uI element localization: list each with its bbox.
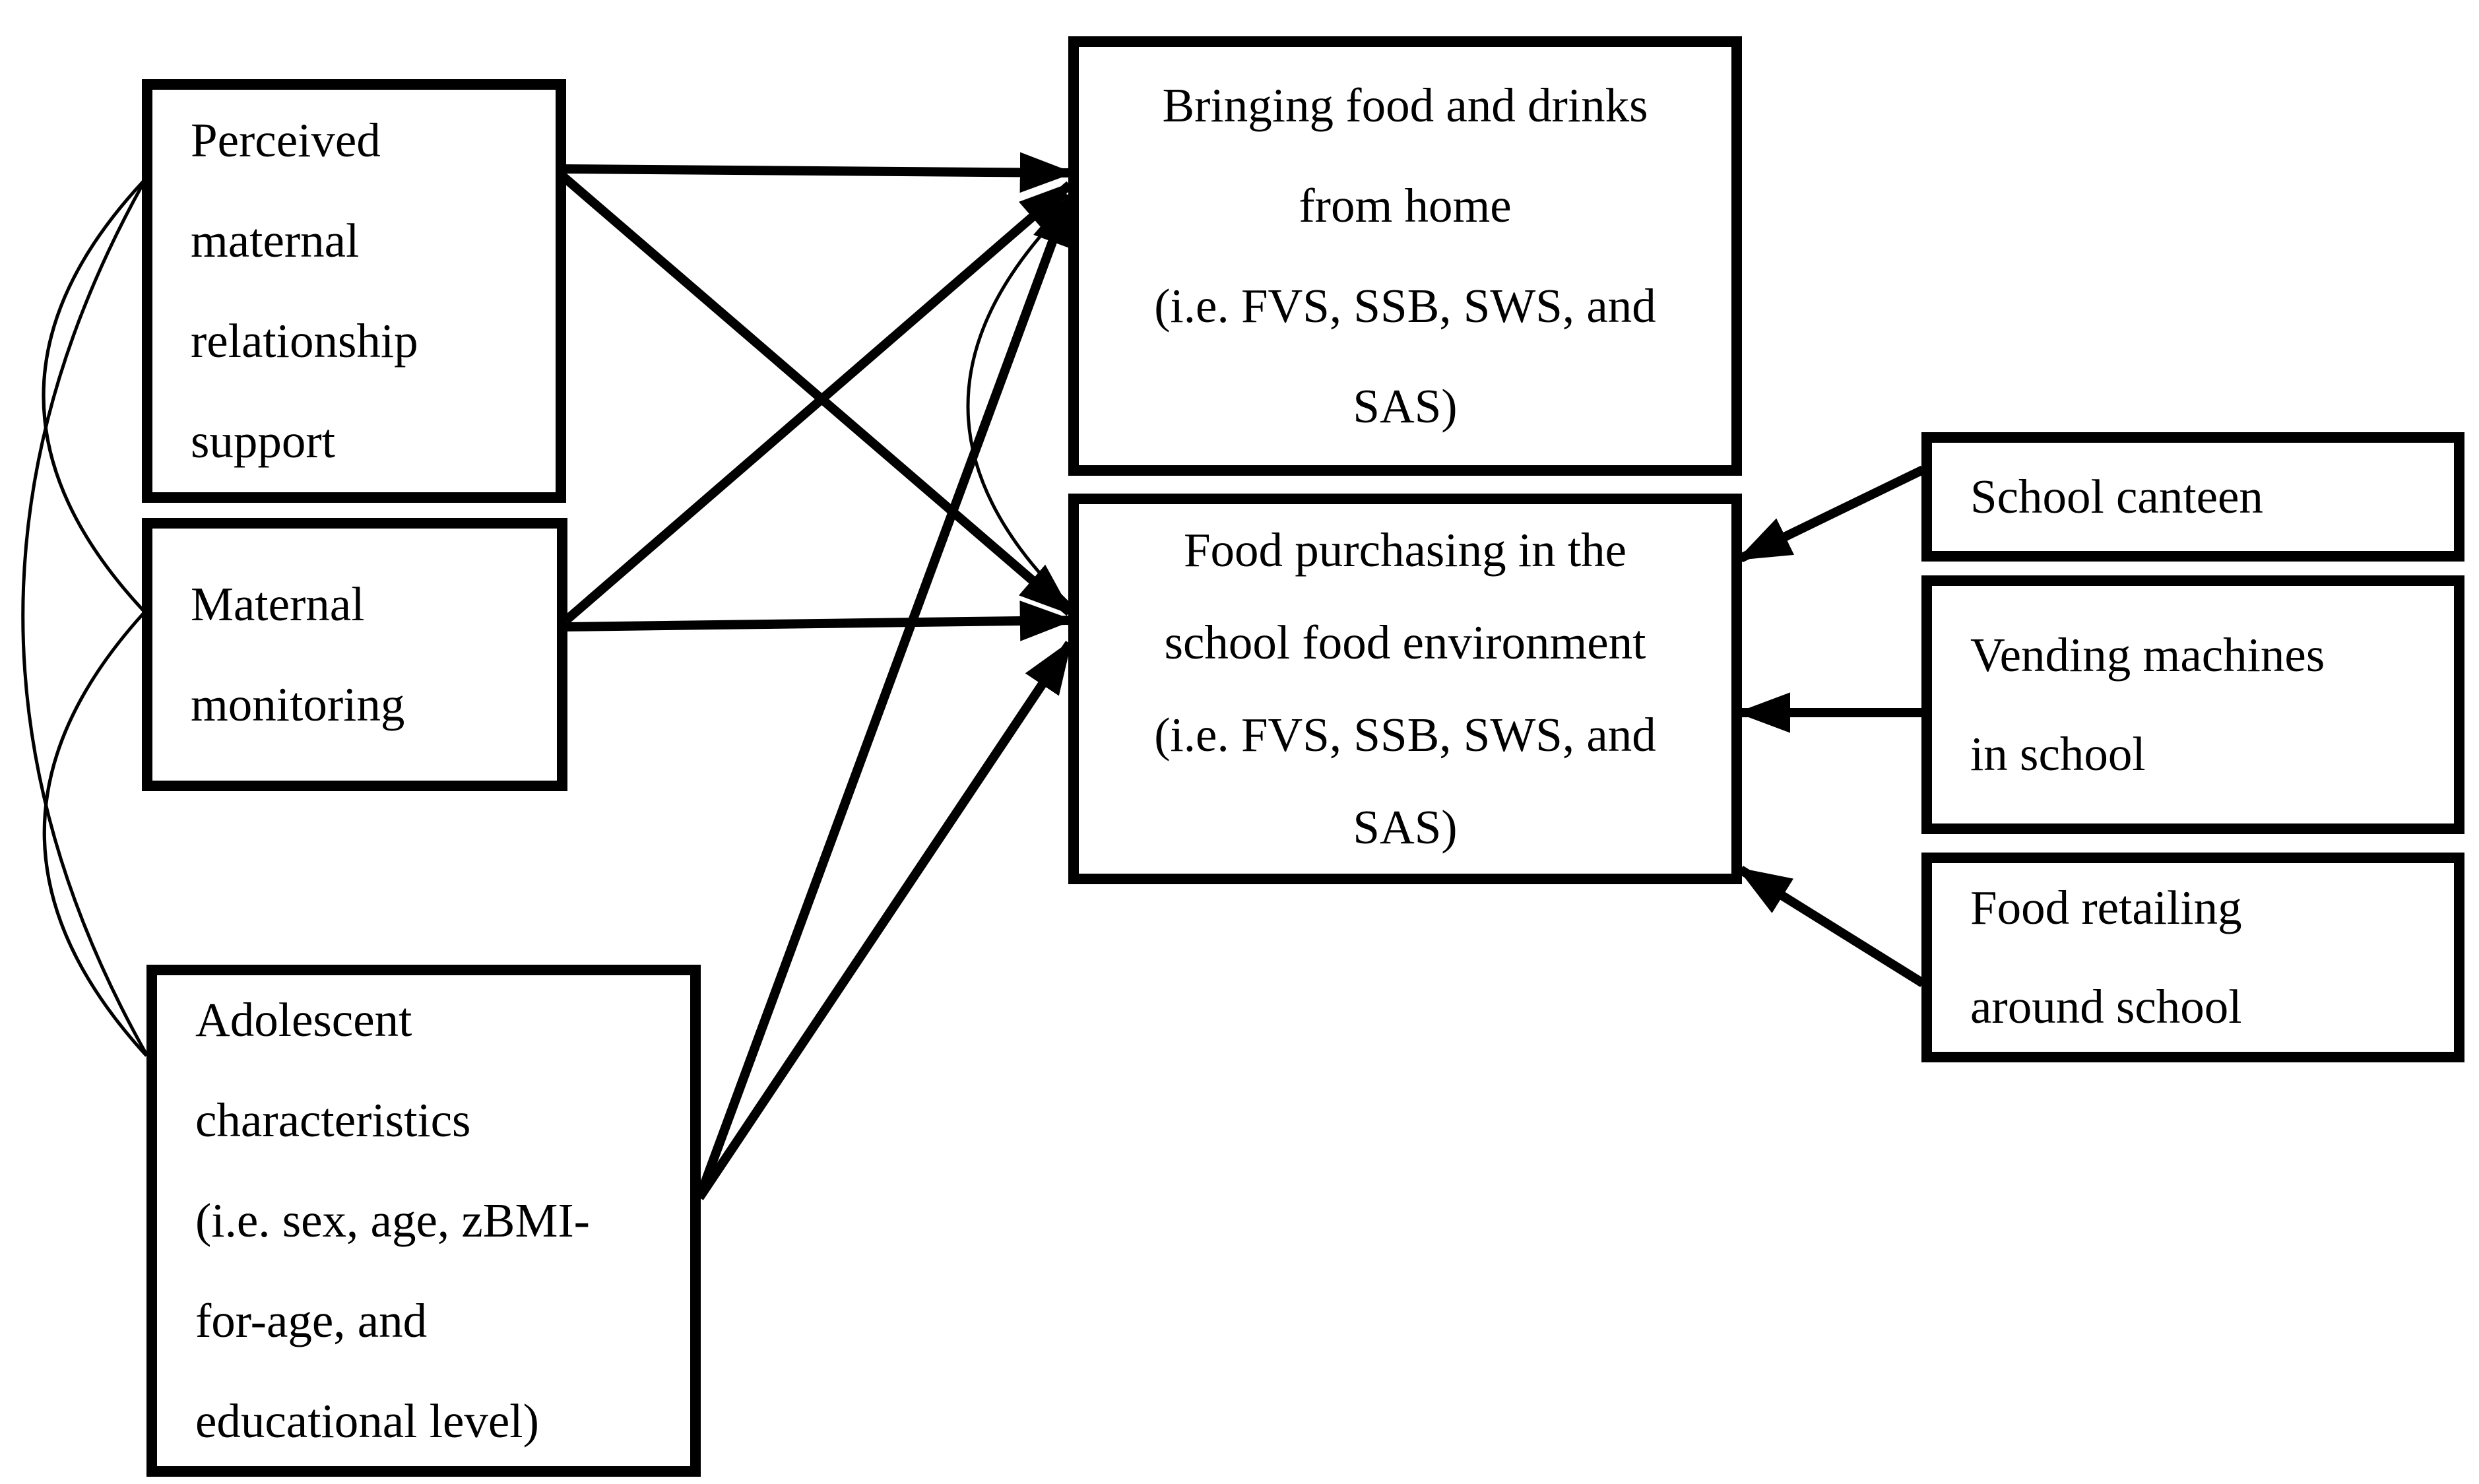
- box-food-retailing-around-school-label: Food retailing around school: [1970, 881, 2242, 1033]
- box-food-retailing-around-school: Food retailing around school: [1921, 853, 2464, 1062]
- box-school-canteen-label: School canteen: [1970, 470, 2263, 523]
- covariance-arc-monitoring-adolescent: [42, 612, 148, 1057]
- covariance-arc-perceived-monitoring: [42, 180, 145, 612]
- covariance-arc-bringing-purchasing: [966, 202, 1072, 607]
- arrow-perceived-to-purchasing: [560, 173, 1074, 616]
- box-school-canteen: School canteen: [1921, 432, 2464, 562]
- box-perceived-maternal-support: Perceived maternal relationship support: [142, 79, 566, 503]
- box-food-purchasing-school: Food purchasing in the school food envir…: [1068, 494, 1742, 884]
- covariance-arc-perceived-adolescent: [21, 182, 148, 1056]
- arrow-monitoring-to-bringing: [563, 181, 1074, 624]
- arrow-monitoring-to-purchasing: [565, 600, 1074, 641]
- box-adolescent-characteristics: Adolescent characteristics (i.e. sex, ag…: [146, 965, 701, 1477]
- box-adolescent-characteristics-label: Adolescent characteristics (i.e. sex, ag…: [195, 993, 590, 1448]
- arrow-adolescent-to-bringing: [695, 191, 1074, 1200]
- arrow-perceived-to-bringing: [563, 152, 1074, 193]
- box-maternal-monitoring: Maternal monitoring: [142, 518, 567, 791]
- box-vending-machines-in-school: Vending machines in school: [1921, 575, 2464, 834]
- arrow-adolescent-to-purchasing: [695, 639, 1074, 1200]
- arrow-canteen-to-purchasing: [1736, 465, 1925, 563]
- box-perceived-maternal-support-label: Perceived maternal relationship support: [191, 113, 418, 468]
- arrow-retailing-to-purchasing: [1737, 866, 1925, 987]
- box-bringing-food-from-home: Bringing food and drinks from home (i.e.…: [1068, 36, 1742, 476]
- box-vending-machines-in-school-label: Vending machines in school: [1970, 628, 2325, 781]
- box-maternal-monitoring-label: Maternal monitoring: [191, 577, 405, 731]
- box-bringing-food-from-home-label: Bringing food and drinks from home (i.e.…: [1154, 79, 1656, 433]
- box-food-purchasing-school-label: Food purchasing in the school food envir…: [1154, 523, 1656, 854]
